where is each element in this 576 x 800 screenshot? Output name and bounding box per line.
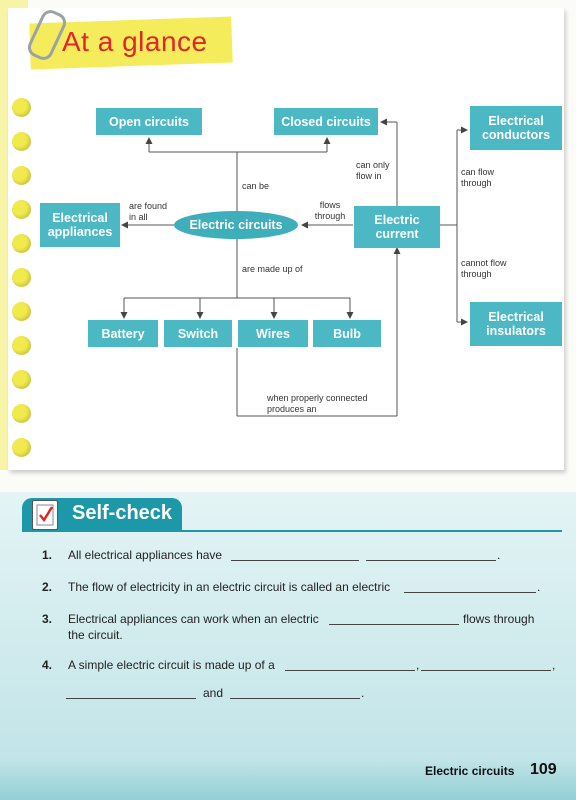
- node-electrical-conductors: Electrical conductors: [470, 106, 562, 150]
- binder-hole: [12, 132, 31, 151]
- node-closed-circuits: Closed circuits: [274, 108, 378, 135]
- question-text: the circuit.: [68, 628, 123, 642]
- question-punctuation: .: [537, 580, 541, 594]
- label-can-flow-through: can flow through: [461, 167, 495, 188]
- label-found-in: are found in all: [129, 201, 168, 222]
- binder-hole: [12, 336, 31, 355]
- answer-blank[interactable]: [285, 670, 415, 671]
- chapter-name: Electric circuits: [425, 764, 515, 778]
- node-electric-current: Electric current: [354, 206, 440, 248]
- binder-hole: [12, 200, 31, 219]
- answer-blank[interactable]: [366, 560, 496, 561]
- answer-blank[interactable]: [230, 698, 360, 699]
- question-text: All electrical appliances have: [68, 548, 223, 562]
- page-title: At a glance: [62, 26, 208, 57]
- binder-hole: [12, 234, 31, 253]
- self-check-title: Self-check: [72, 502, 173, 524]
- binder-hole: [12, 438, 31, 457]
- self-check-rule: [22, 530, 562, 532]
- label-can-be: can be: [242, 181, 270, 191]
- question-text: A simple electric circuit is made up of …: [68, 658, 275, 672]
- node-bulb: Bulb: [313, 320, 381, 347]
- checklist-icon: [32, 500, 58, 530]
- node-electrical-insulators: Electrical insulators: [470, 302, 562, 346]
- binder-hole: [12, 302, 31, 321]
- diagram-connectors: [120, 118, 468, 417]
- footer-band: [0, 762, 576, 800]
- question-number: 4.: [42, 658, 53, 672]
- question-number: 3.: [42, 612, 53, 626]
- node-electric-circuits: Electric circuits: [174, 211, 298, 239]
- label-made-up-of: are made up of: [242, 264, 303, 274]
- node-electrical-appliances: Electrical appliances: [40, 203, 120, 247]
- answer-blank[interactable]: [329, 624, 459, 625]
- question-text: The flow of electricity in an electric c…: [68, 580, 391, 594]
- self-check-background: [0, 492, 576, 800]
- binder-hole: [12, 370, 31, 389]
- question-punctuation: ,: [416, 658, 420, 672]
- question-text: and: [203, 686, 224, 700]
- binder-hole: [12, 268, 31, 287]
- label-when-connected: when properly connected produces an: [267, 393, 368, 414]
- page-number: 109: [530, 761, 557, 778]
- node-open-circuits: Open circuits: [96, 108, 202, 135]
- answer-blank[interactable]: [421, 670, 551, 671]
- node-battery: Battery: [88, 320, 158, 347]
- binder-hole: [12, 166, 31, 185]
- question-number: 2.: [42, 580, 53, 594]
- binder-hole: [12, 98, 31, 117]
- answer-blank[interactable]: [66, 698, 196, 699]
- binder-hole: [12, 404, 31, 423]
- question-punctuation: .: [497, 548, 501, 562]
- label-cannot-flow-through: cannot flow through: [461, 258, 507, 279]
- question-punctuation: .: [361, 686, 365, 700]
- question-text: Electrical appliances can work when an e…: [68, 612, 319, 626]
- label-can-only-flow: can only flow in: [356, 160, 390, 181]
- node-switch: Switch: [164, 320, 232, 347]
- question-number: 1.: [42, 548, 53, 562]
- answer-blank[interactable]: [404, 592, 536, 593]
- answer-blank[interactable]: [231, 560, 359, 561]
- question-punctuation: ,: [552, 658, 556, 672]
- node-wires: Wires: [238, 320, 308, 347]
- question-text: flows through: [463, 612, 535, 626]
- label-flows-through: flows through: [314, 200, 346, 221]
